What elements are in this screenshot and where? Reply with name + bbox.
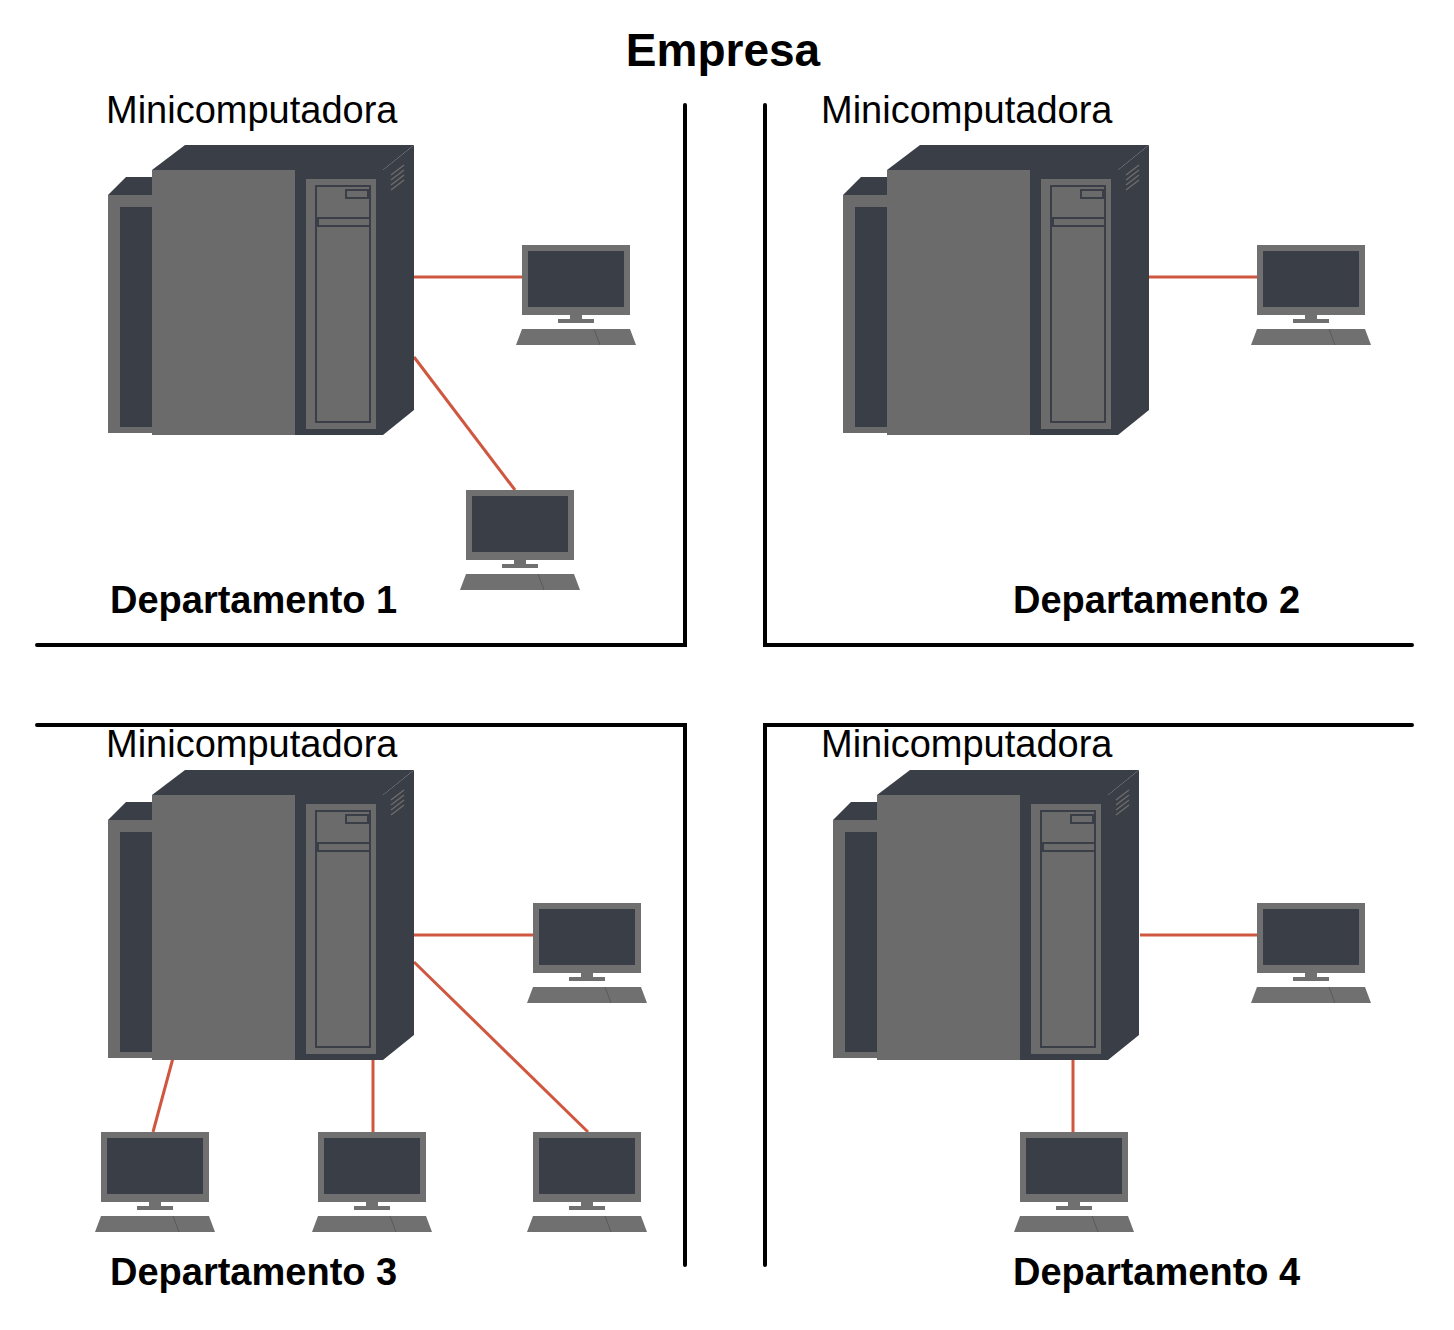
department-region: Departamento 2 Minicomputadora [765,85,1412,645]
computer-label: Minicomputadora [821,722,1112,767]
department-region: Departamento 3 Minicomputadora [37,720,685,1295]
department-name: Departamento 2 [1013,578,1300,623]
minicomputer-unit: Minicomputadora [821,88,1161,438]
computer-label: Minicomputadora [106,88,397,133]
terminal-icons [95,245,1371,1232]
department-region: Departamento 4 Minicomputadora [765,720,1412,1295]
minicomputer-unit: Minicomputadora [106,722,446,1072]
department-name: Departamento 1 [110,578,397,623]
computer-label: Minicomputadora [106,722,397,767]
minicomputer-icons [108,145,1149,1060]
diagram-title: Empresa [626,22,820,78]
department-walls [37,105,1412,1265]
minicomputer-unit: Minicomputadora [106,88,446,438]
computer-label: Minicomputadora [821,88,1112,133]
department-name: Departamento 4 [1013,1250,1300,1295]
department-name: Departamento 3 [110,1250,397,1295]
minicomputer-unit: Minicomputadora [821,722,1161,1072]
department-region: Departamento 1 Minicomputadora [37,85,685,645]
